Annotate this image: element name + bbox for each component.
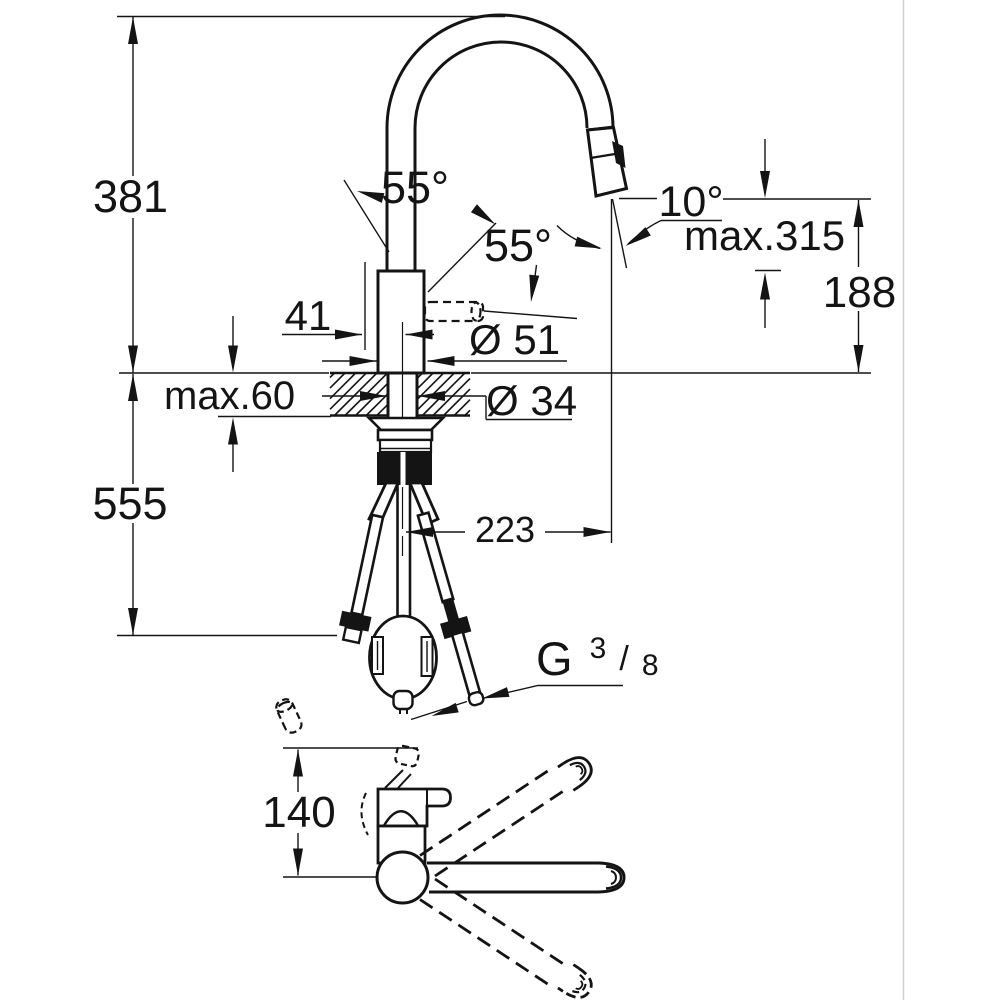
dim-handle-swing-upper: 55° — [381, 162, 449, 213]
dim-spout-reach: 223 — [475, 509, 535, 550]
dim-handle-swing-lower: 55° — [484, 220, 552, 271]
dim-spray-tilt-angle: 10° — [658, 178, 723, 226]
dim-max-mounting-thickness: max.60 — [164, 374, 295, 418]
thread-numerator: 3 — [590, 632, 607, 665]
dim-under-counter-length: 555 — [92, 478, 167, 529]
thread-letter: G — [536, 632, 573, 685]
faucet-body — [376, 269, 426, 375]
stabilizer-flange — [365, 416, 447, 432]
pullout-hose-weight — [368, 614, 438, 714]
handle-lever-dashed-up — [275, 698, 303, 734]
dimension-lines — [117, 15, 871, 721]
dim-thread-size: G 3 / 8 — [536, 615, 659, 685]
dim-max-spout-height: max.315 — [684, 212, 845, 259]
countertop-section — [329, 371, 471, 417]
spray-head — [585, 125, 629, 198]
dim-mounting-hole-diameter: Ø 34 — [486, 377, 577, 424]
dim-handle-offset: 41 — [285, 292, 332, 339]
spout-arm-solid — [427, 861, 626, 894]
hose-stub-right — [407, 481, 440, 526]
lever-and-body — [360, 769, 452, 865]
pullout-hose — [396, 483, 412, 618]
dimension-arrows — [128, 17, 864, 876]
faucet-front-view — [275, 13, 629, 734]
dimension-labels: 381 555 max.60 41 Ø 51 Ø 34 55° 55° 10° … — [92, 162, 896, 837]
supply-hose-left — [339, 513, 385, 645]
hatch-lines — [329, 372, 471, 417]
dim-outlet-height: 188 — [823, 268, 896, 317]
top-view-dimension — [283, 747, 418, 878]
spout-arm-dashed-lower — [419, 877, 593, 999]
swivel-joint-circle — [375, 850, 430, 905]
thread-slash: / — [619, 640, 629, 678]
dim-body-diameter: Ø 51 — [469, 316, 560, 363]
spray-trigger — [612, 141, 626, 168]
dim-lever-clearance-height: 140 — [262, 788, 335, 837]
under-sink-mounting — [365, 416, 447, 618]
handle-lever-dashed-horizontal — [423, 300, 485, 323]
spout-arc — [385, 13, 615, 272]
spout-arm-dashed-upper — [419, 756, 593, 878]
faucet-top-view — [283, 744, 626, 999]
dim-total-height: 381 — [93, 171, 168, 222]
mounting-shank — [386, 373, 419, 418]
thread-denominator: 8 — [642, 649, 659, 682]
lever-tip-dashed — [394, 744, 421, 768]
